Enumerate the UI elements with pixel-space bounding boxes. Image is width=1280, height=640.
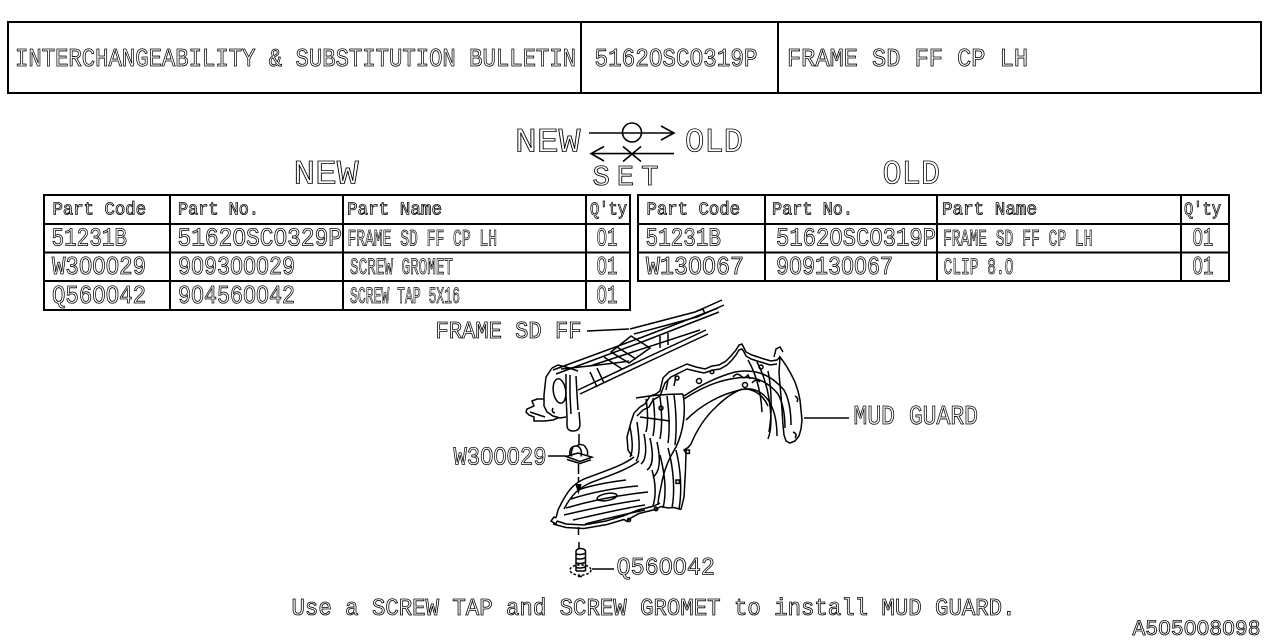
svg-text:Q56OO42: Q56OO42 — [52, 282, 146, 311]
svg-text:O1: O1 — [1193, 253, 1214, 282]
svg-text:SCREW GROMET: SCREW GROMET — [350, 255, 453, 281]
svg-text:MUD GUARD: MUD GUARD — [854, 403, 979, 433]
svg-text:5162OSCO319P: 5162OSCO319P — [776, 225, 936, 254]
svg-text:Part No.: Part No. — [178, 200, 259, 221]
svg-text:9O456OO42: 9O456OO42 — [178, 282, 295, 311]
svg-text:9O913OO67: 9O913OO67 — [776, 253, 893, 282]
svg-text:W3OOO29: W3OOO29 — [52, 253, 146, 282]
svg-text:O1: O1 — [1193, 225, 1214, 254]
svg-text:Part Code: Part Code — [53, 200, 147, 221]
svg-text:SET: SET — [593, 161, 659, 194]
svg-text:W13OO67: W13OO67 — [646, 253, 744, 282]
svg-text:NEW: NEW — [515, 125, 581, 163]
svg-text:51231B: 51231B — [52, 225, 128, 254]
svg-text:W3OOO29: W3OOO29 — [454, 443, 547, 473]
svg-text:OLD: OLD — [883, 157, 941, 195]
svg-text:O1: O1 — [597, 225, 618, 254]
svg-text:CLIP 8.O: CLIP 8.O — [944, 255, 1014, 281]
svg-text:Q56OO42: Q56OO42 — [617, 554, 716, 583]
svg-text:Part Name: Part Name — [347, 200, 442, 221]
svg-text:FRAME SD FF: FRAME SD FF — [436, 319, 582, 346]
svg-text:Q'ty: Q'ty — [590, 200, 627, 221]
svg-text:5162OSCO319P: 5162OSCO319P — [595, 44, 758, 74]
svg-text:FRAME SD FF CP LH: FRAME SD FF CP LH — [787, 44, 1028, 74]
svg-text:5162OSCO329P: 5162OSCO329P — [178, 225, 343, 254]
svg-text:OLD: OLD — [685, 125, 743, 163]
svg-text:Use a SCREW TAP and SCREW GROM: Use a SCREW TAP and SCREW GROMET to inst… — [292, 596, 1016, 623]
svg-text:Part Code: Part Code — [647, 200, 741, 221]
svg-text:Part No.: Part No. — [772, 200, 853, 221]
svg-text:INTERCHANGEABILITY & SUBSTITUT: INTERCHANGEABILITY & SUBSTITUTION BULLET… — [15, 44, 576, 74]
svg-text:51231B: 51231B — [646, 225, 722, 254]
svg-text:A5O5OO8O98: A5O5OO8O98 — [1133, 617, 1261, 640]
svg-text:FRAME SD FF CP LH: FRAME SD FF CP LH — [348, 226, 498, 252]
svg-text:NEW: NEW — [294, 157, 360, 195]
svg-text:Part Name: Part Name — [942, 200, 1037, 221]
svg-text:SCREW TAP 5X16: SCREW TAP 5X16 — [350, 284, 460, 310]
svg-text:O1: O1 — [597, 253, 618, 282]
svg-text:O1: O1 — [597, 282, 618, 311]
svg-text:9O93OOO29: 9O93OOO29 — [178, 253, 295, 282]
svg-text:Q'ty: Q'ty — [1184, 200, 1221, 221]
svg-text:FRAME SD FF CP LH: FRAME SD FF CP LH — [943, 226, 1093, 252]
